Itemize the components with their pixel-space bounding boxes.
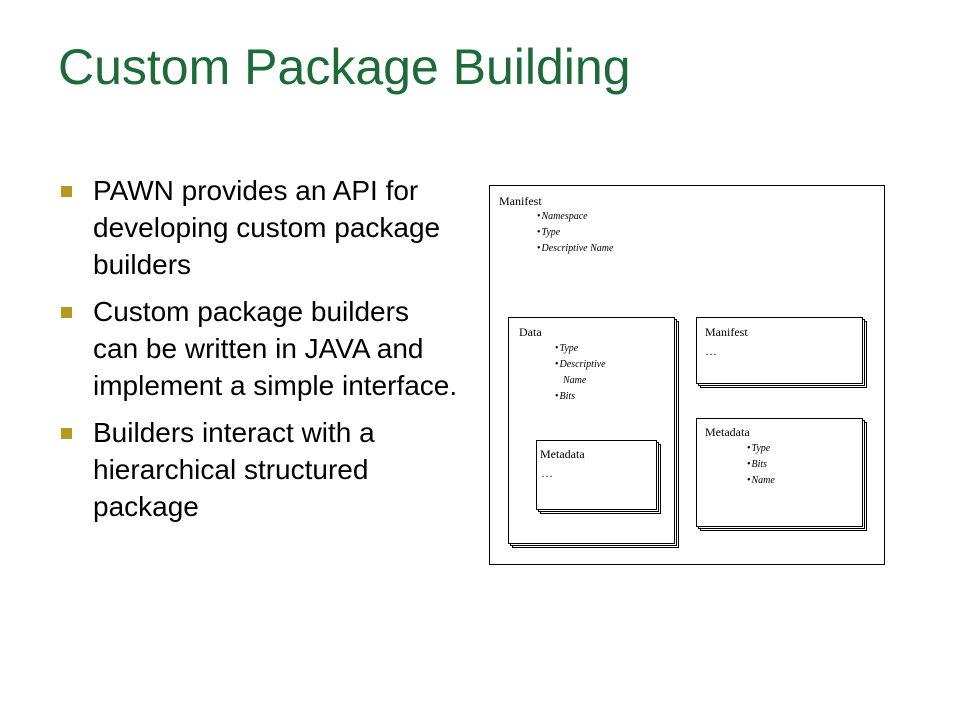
metadata-box: Metadata •Type •Bits •Name bbox=[696, 418, 867, 531]
data-metadata-ellipsis: … bbox=[541, 466, 553, 480]
bullet-item: PAWN provides an API for developing cust… bbox=[60, 172, 460, 283]
data-item: •Type bbox=[555, 343, 579, 354]
square-bullet-icon bbox=[61, 186, 72, 197]
metadata-item: •Name bbox=[747, 475, 775, 486]
metadata-item: •Type bbox=[747, 443, 771, 454]
slide-title: Custom Package Building bbox=[58, 39, 631, 95]
bullet-text: Builders interact with a hierarchical st… bbox=[93, 417, 375, 522]
data-item: Name bbox=[563, 375, 587, 386]
root-item: •Type bbox=[537, 227, 561, 238]
data-box: Data •Type •Descriptive Name •Bits Metad… bbox=[508, 317, 679, 548]
square-bullet-icon bbox=[61, 307, 72, 318]
sub-manifest-ellipsis: … bbox=[705, 344, 717, 358]
bullet-text: Custom package builders can be written i… bbox=[93, 296, 458, 401]
metadata-item: •Bits bbox=[747, 459, 768, 470]
sub-manifest-box: Manifest … bbox=[696, 317, 867, 388]
bullet-item: Custom package builders can be written i… bbox=[60, 293, 460, 404]
bullet-text: PAWN provides an API for developing cust… bbox=[93, 175, 441, 280]
data-metadata-label: Metadata bbox=[540, 447, 585, 461]
package-diagram: Manifest •Namespace •Type •Descriptive N… bbox=[489, 185, 885, 565]
bullet-item: Builders interact with a hierarchical st… bbox=[60, 414, 460, 525]
root-item: •Descriptive Name bbox=[537, 243, 614, 254]
sub-manifest-label: Manifest bbox=[705, 325, 748, 339]
data-metadata-box: Metadata … bbox=[536, 440, 661, 514]
metadata-label: Metadata bbox=[705, 425, 750, 439]
data-box-label: Data bbox=[519, 325, 542, 339]
data-item: •Descriptive bbox=[555, 359, 606, 370]
bullet-list: PAWN provides an API for developing cust… bbox=[60, 172, 460, 535]
root-item: •Namespace bbox=[537, 211, 588, 222]
data-item: •Bits bbox=[555, 391, 576, 402]
square-bullet-icon bbox=[61, 428, 72, 439]
root-manifest-label: Manifest bbox=[499, 194, 542, 208]
